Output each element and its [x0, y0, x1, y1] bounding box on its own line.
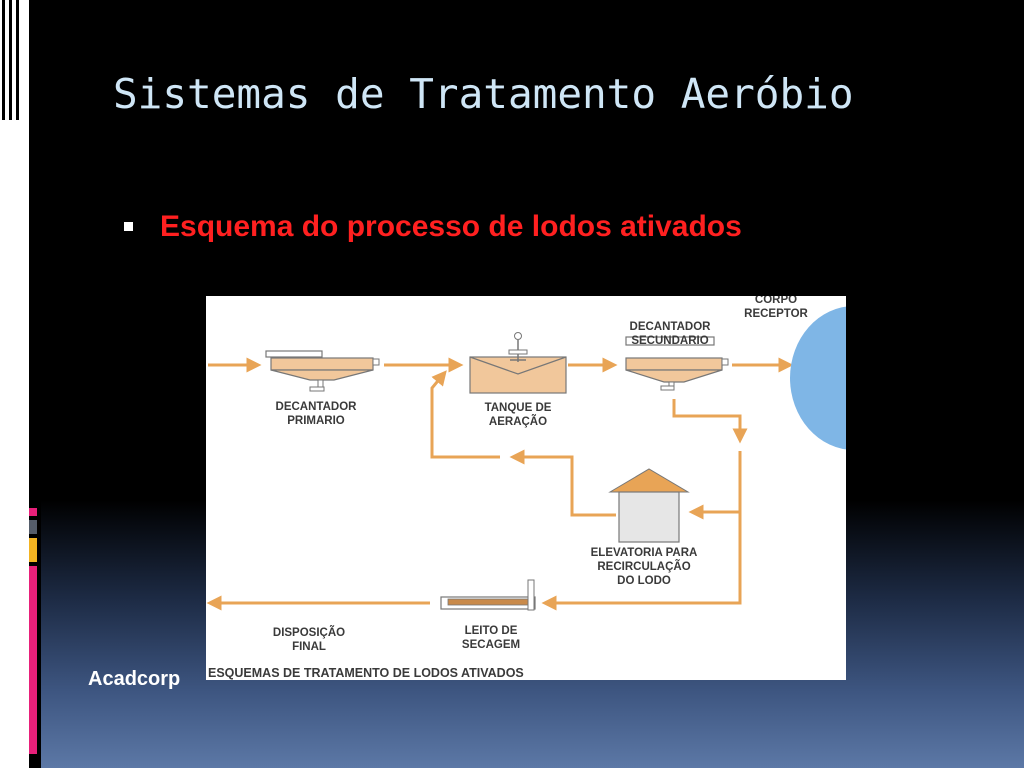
slide-title: Sistemas de Tratamento Aeróbio [113, 70, 854, 118]
label-pump-station-1: ELEVATORIA PARA [591, 547, 698, 559]
label-drying-bed-2: SECAGEM [462, 639, 520, 651]
label-pump-station-2: RECIRCULAÇÃO [597, 560, 690, 573]
left-line [16, 0, 19, 120]
accent-bar-pink [29, 508, 37, 516]
drying-bed-icon [440, 579, 536, 611]
label-receptor-1: CORPO [755, 296, 797, 306]
accent-bar-gray [29, 520, 37, 534]
label-aeration-tank-1: TANQUE DE [485, 402, 552, 414]
primary-clarifier-icon [265, 350, 380, 392]
label-final-disposal-1: DISPOSIÇÃO [273, 626, 345, 639]
activated-sludge-diagram: DECANTADOR PRIMARIO TANQUE DE AERAÇÃO DE… [206, 296, 846, 680]
label-drying-bed-1: LEITO DE [465, 625, 518, 637]
bullet-text: Esquema do processo de lodos ativados [160, 210, 742, 243]
label-final-disposal-2: FINAL [292, 641, 326, 653]
flow-arrow-return-tank [430, 370, 500, 459]
diagram-svg: DECANTADOR PRIMARIO TANQUE DE AERAÇÃO DE… [206, 296, 846, 653]
diagram-caption: ESQUEMAS DE TRATAMENTO DE LODOS ATIVADOS [208, 666, 524, 680]
footer-text: Acadcorp [88, 668, 181, 690]
label-aeration-tank-2: AERAÇÃO [489, 415, 547, 428]
flow-arrow-recirculation [509, 449, 616, 517]
aeration-tank-icon [469, 332, 567, 394]
label-receptor-2: RECEPTOR [744, 308, 808, 320]
receiving-body-icon [790, 306, 846, 450]
left-line [9, 0, 12, 120]
bullet-marker [124, 222, 133, 231]
accent-bar-pink-long [29, 566, 37, 754]
flow-arrow-sludge-down [672, 399, 748, 444]
label-secondary-clarifier-1: DECANTADOR [630, 321, 712, 333]
label-primary-clarifier-2: PRIMARIO [287, 415, 345, 427]
label-pump-station-3: DO LODO [617, 575, 671, 587]
left-line [2, 0, 5, 120]
flow-arrow-to-drying [541, 451, 742, 611]
secondary-clarifier-icon [625, 336, 729, 391]
pump-station-icon [608, 468, 690, 543]
accent-bar-yellow [29, 538, 37, 562]
label-secondary-clarifier-2: SECUNDARIO [631, 335, 708, 347]
label-primary-clarifier-1: DECANTADOR [276, 401, 358, 413]
